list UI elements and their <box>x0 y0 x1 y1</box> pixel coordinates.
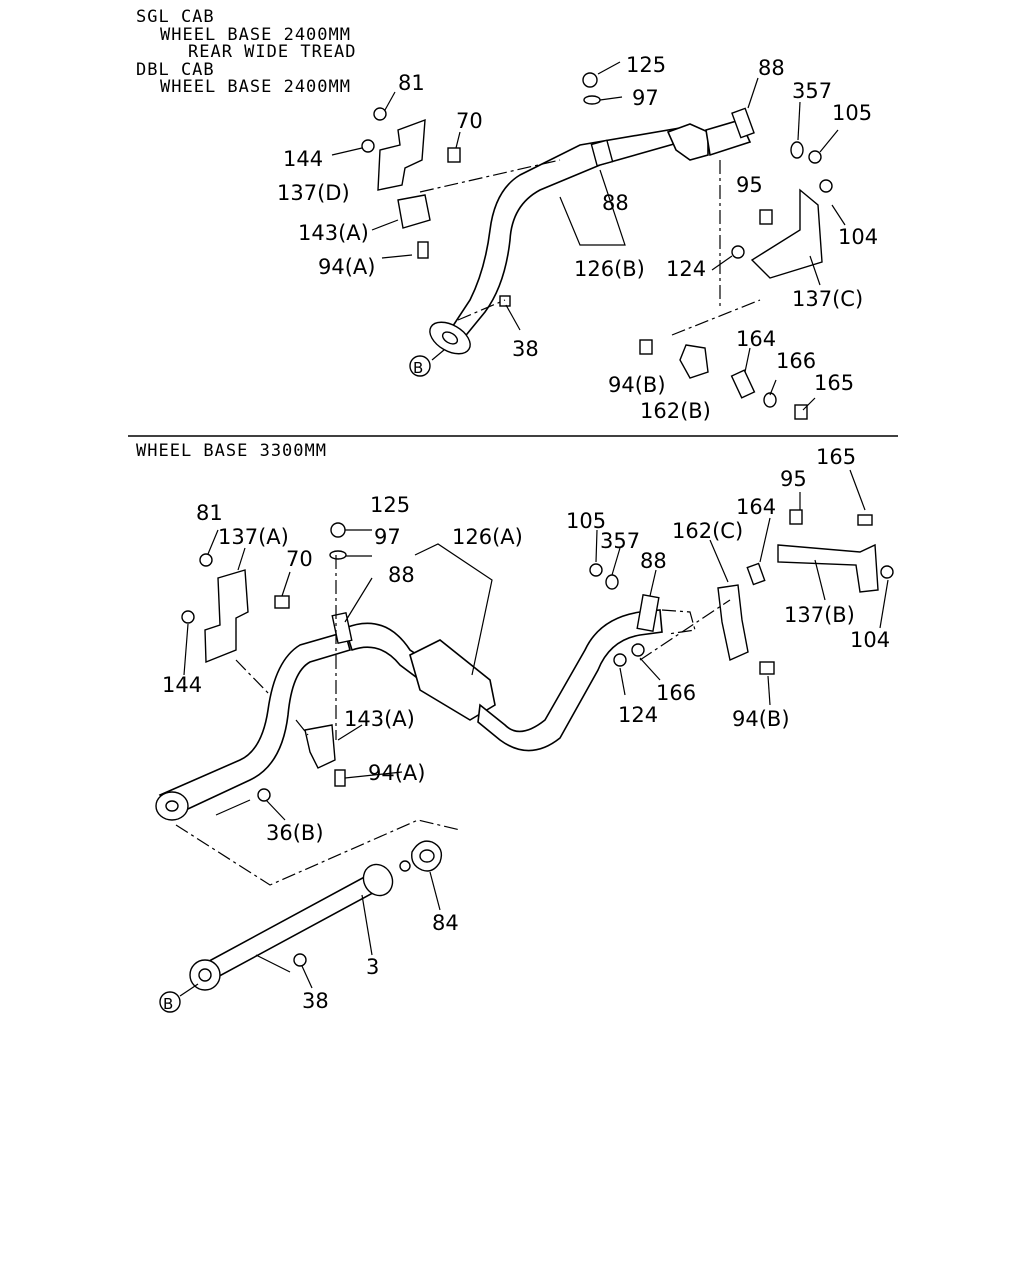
label-137d: 137(D) <box>277 181 350 205</box>
label-165-top: 165 <box>814 371 854 395</box>
label-143a-top: 143(A) <box>298 221 369 245</box>
label-165-bottom: 165 <box>816 445 856 469</box>
hanger-162b <box>679 344 709 379</box>
label-105-bottom: 105 <box>566 509 606 533</box>
label-95-bottom: 95 <box>780 467 807 491</box>
ref-marker-b-top-label: B <box>413 359 423 377</box>
label-81-bottom: 81 <box>196 501 223 525</box>
front-pipe-top <box>443 127 690 347</box>
bottom-assembly-drawing <box>155 469 894 997</box>
header-dbl-cab: DBL CAB <box>136 60 215 80</box>
ref-marker-b-top <box>409 355 431 377</box>
hanger-143a-bottom <box>304 724 336 769</box>
label-144-top: 144 <box>283 147 323 171</box>
label-126b: 126(B) <box>574 257 645 281</box>
ref-marker-b-bottom <box>159 991 181 1013</box>
label-166-top: 166 <box>776 349 816 373</box>
header-wheelbase-2400-a: WHEEL BASE 2400MM <box>160 25 351 45</box>
header-wheelbase-3300: WHEEL BASE 3300MM <box>136 441 327 461</box>
label-88-top-b: 88 <box>602 191 629 215</box>
bracket-137c <box>750 188 823 279</box>
label-84: 84 <box>432 911 459 935</box>
top-assembly-drawing <box>331 61 846 420</box>
label-88-bottom-b: 88 <box>640 549 667 573</box>
front-pipe-bottom <box>158 631 351 816</box>
label-357-top: 357 <box>792 79 832 103</box>
label-88-top-a: 88 <box>758 56 785 80</box>
clamp-88-bottom-a <box>331 612 353 644</box>
tail-pipe-flange <box>362 863 394 897</box>
bracket-137b <box>777 543 879 593</box>
bracket-137d <box>377 118 426 191</box>
top-part-labels: 81 70 144 137(D) 143(A) 94(A) 125 97 88 … <box>277 53 878 423</box>
header-sgl-cab: SGL CAB <box>136 7 215 27</box>
label-94a-bottom: 94(A) <box>368 761 425 785</box>
label-104-top: 104 <box>838 225 878 249</box>
label-164-top: 164 <box>736 327 776 351</box>
label-124-bottom: 124 <box>618 703 658 727</box>
label-94b-top: 94(B) <box>608 373 666 397</box>
label-3: 3 <box>366 955 379 979</box>
hanger-143a-top <box>397 194 431 229</box>
muffler-bottom <box>409 639 496 721</box>
converter-top <box>666 123 709 161</box>
clamp-88-top <box>590 139 614 167</box>
label-97-top: 97 <box>632 86 659 110</box>
label-70-top: 70 <box>456 109 483 133</box>
label-104-bottom: 104 <box>850 628 890 652</box>
header-rear-wide-tread: REAR WIDE TREAD <box>188 42 357 62</box>
rear-pipe-bottom <box>477 609 663 752</box>
label-38-top: 38 <box>512 337 539 361</box>
label-137b: 137(B) <box>784 603 855 627</box>
label-70-bottom: 70 <box>286 547 313 571</box>
label-137a: 137(A) <box>218 525 289 549</box>
ref-marker-b-bottom-label: B <box>163 995 173 1013</box>
header-wheelbase-2400-b: WHEEL BASE 2400MM <box>160 77 351 97</box>
label-125-top: 125 <box>626 53 666 77</box>
label-126a: 126(A) <box>452 525 523 549</box>
clamp-88-bottom-b <box>636 594 660 632</box>
label-166-bottom: 166 <box>656 681 696 705</box>
label-144-bottom: 144 <box>162 673 202 697</box>
label-125-bottom: 125 <box>370 493 410 517</box>
label-143a-bottom: 143(A) <box>344 707 415 731</box>
label-97-bottom: 97 <box>374 525 401 549</box>
label-88-bottom-a: 88 <box>388 563 415 587</box>
label-162c: 162(C) <box>672 519 743 543</box>
label-36b: 36(B) <box>266 821 324 845</box>
hanger-162c <box>717 584 749 661</box>
label-81-top: 81 <box>398 71 425 95</box>
label-105-top: 105 <box>832 101 872 125</box>
tail-pipe-3 <box>198 872 384 982</box>
label-124-top: 124 <box>666 257 706 281</box>
bottom-part-labels: 81 137(A) 70 125 97 126(A) 105 357 88 16… <box>162 445 890 1013</box>
label-137c: 137(C) <box>792 287 863 311</box>
bracket-137a <box>204 569 249 664</box>
spacer-164-top <box>730 369 756 399</box>
label-38-bottom: 38 <box>302 989 329 1013</box>
label-95-top: 95 <box>736 173 763 197</box>
label-94b-bottom: 94(B) <box>732 707 790 731</box>
label-162b: 162(B) <box>640 399 711 423</box>
label-94a-top: 94(A) <box>318 255 375 279</box>
spacer-164-bottom <box>746 562 766 586</box>
label-164-bottom: 164 <box>736 495 776 519</box>
label-357-bottom: 357 <box>600 529 640 553</box>
